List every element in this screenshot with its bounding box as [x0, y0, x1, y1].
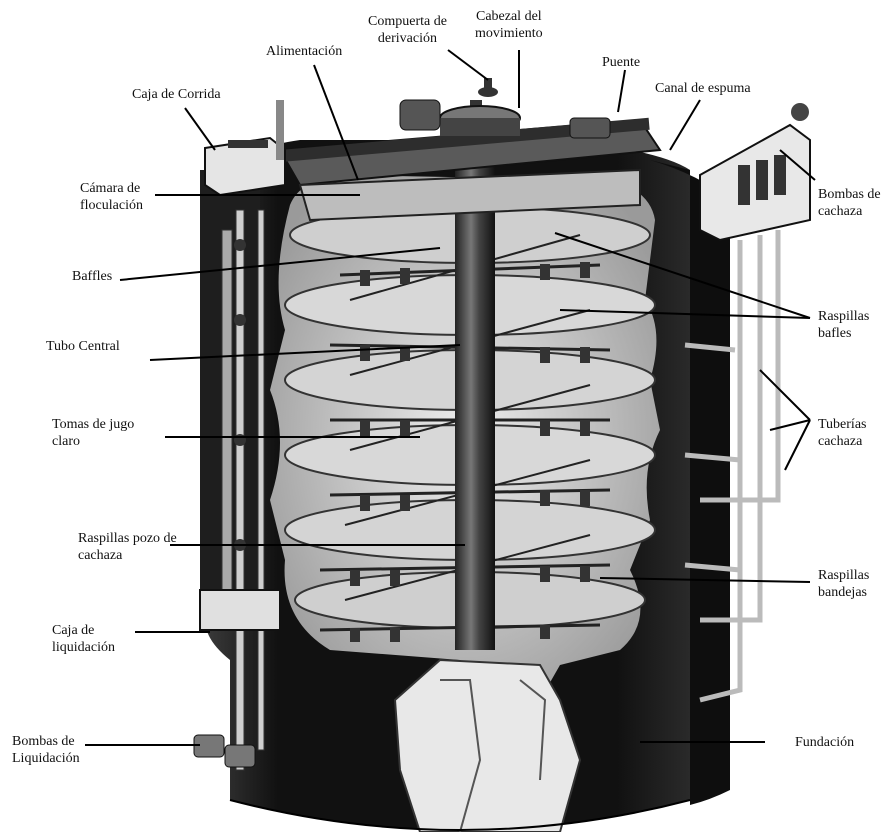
- label-alimentacion: Alimentación: [266, 43, 342, 60]
- label-tubo-central: Tubo Central: [46, 338, 120, 355]
- label-raspillas-pozo: Raspillas pozo de cachaza: [78, 530, 177, 564]
- label-tomas-jugo-claro: Tomas de jugo claro: [52, 416, 134, 450]
- label-caja-corrida: Caja de Corrida: [132, 86, 221, 103]
- label-baffles: Baffles: [72, 268, 112, 285]
- label-cabezal: Cabezal del movimiento: [475, 8, 543, 42]
- label-fundacion: Fundación: [795, 734, 854, 751]
- label-raspillas-bafles: Raspillas bafles: [818, 308, 869, 342]
- leader-puente: [618, 70, 625, 112]
- label-canal-espuma: Canal de espuma: [655, 80, 751, 97]
- foundation-cutaway: [395, 660, 580, 832]
- label-bombas-cachaza: Bombas de cachaza: [818, 186, 881, 220]
- label-raspillas-bandejas: Raspillas bandejas: [818, 567, 869, 601]
- leader-compuerta: [448, 50, 488, 80]
- label-bombas-liquidacion: Bombas de Liquidación: [12, 733, 80, 767]
- label-tuberias-cachaza: Tuberías cachaza: [818, 416, 867, 450]
- leader-caja-corrida: [185, 108, 215, 150]
- leader-tuberias-3: [785, 420, 810, 470]
- label-puente: Puente: [602, 54, 640, 71]
- leader-tuberias-1: [760, 370, 810, 420]
- label-caja-liquidacion: Caja de liquidación: [52, 622, 115, 656]
- scum-channel: [700, 103, 810, 240]
- label-camara-floculacion: Cámara de floculación: [80, 180, 143, 214]
- leader-canal: [670, 100, 700, 150]
- run-box: [205, 100, 285, 195]
- label-compuerta: Compuerta de derivación: [368, 13, 447, 47]
